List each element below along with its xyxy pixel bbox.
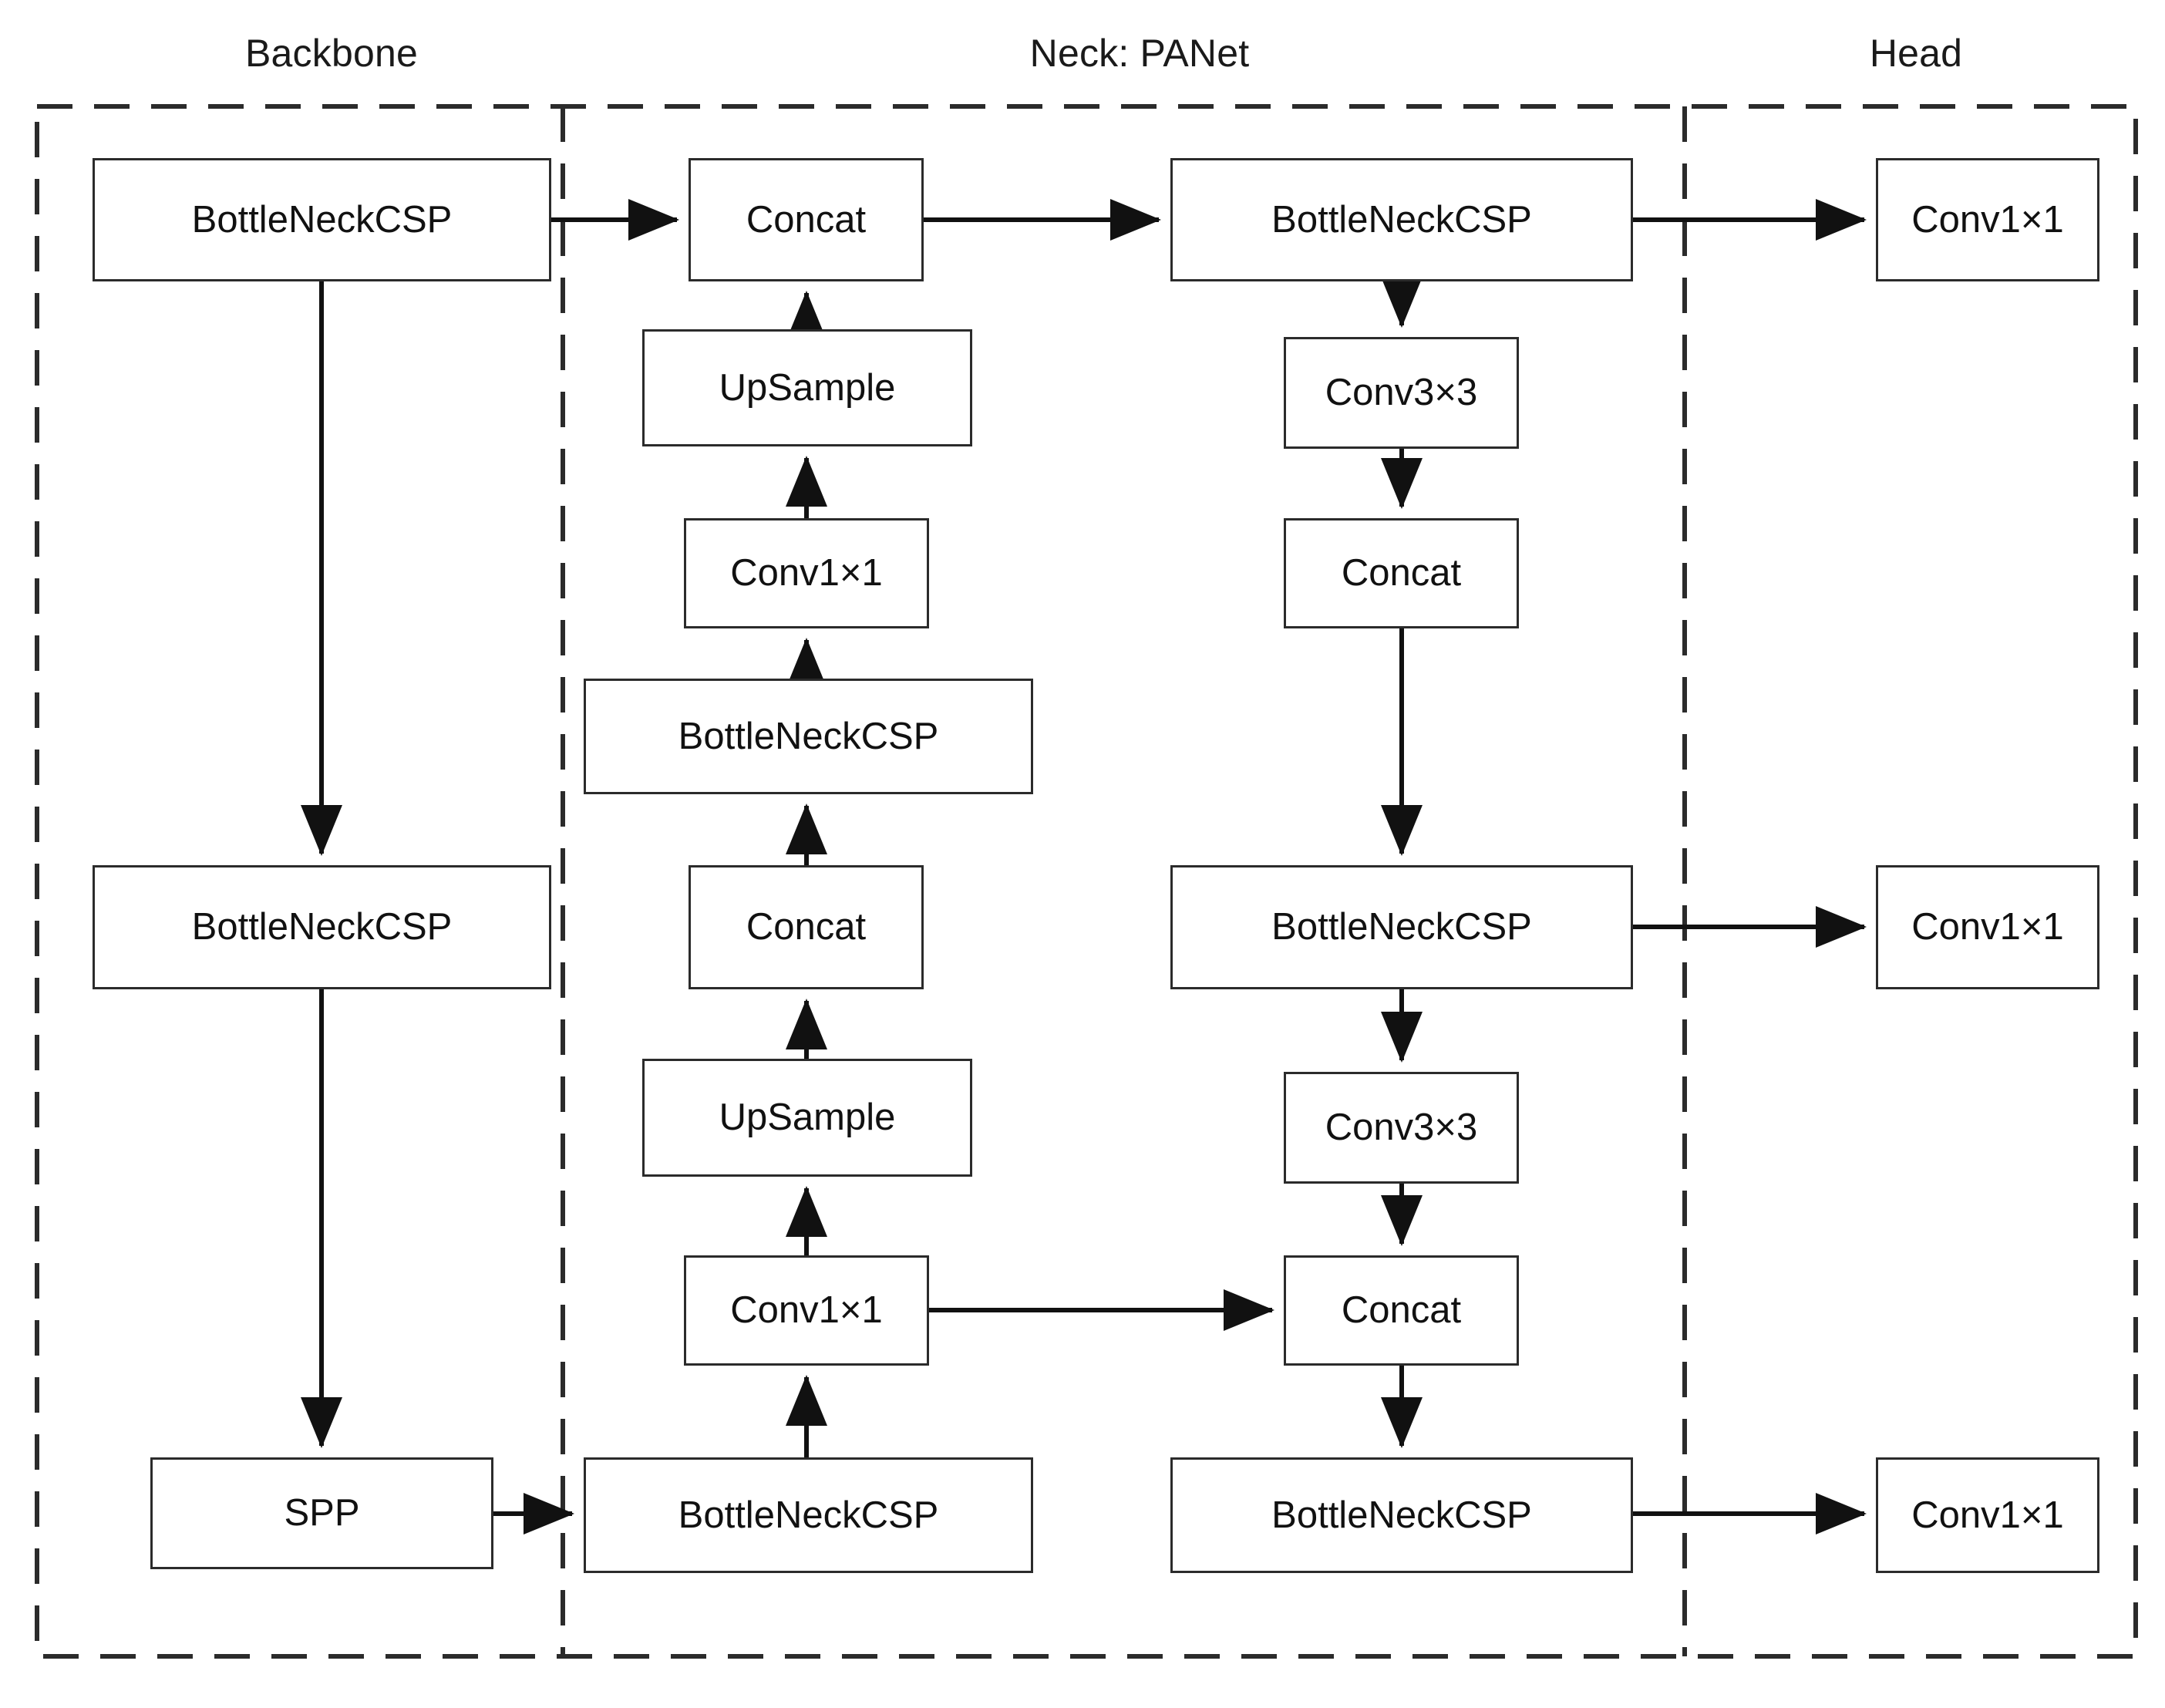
- node-label: UpSample: [719, 1097, 896, 1138]
- node-label: BottleNeckCSP: [1271, 906, 1532, 948]
- node-pan-concat-1[interactable]: Concat: [1284, 518, 1519, 628]
- node-label: SPP: [284, 1492, 360, 1534]
- section-label-neck: Neck: PANet: [1029, 32, 1250, 75]
- node-neck-upsample-2[interactable]: UpSample: [642, 1059, 972, 1177]
- node-head-conv1x1-3[interactable]: Conv1×1: [1876, 1457, 2099, 1573]
- node-label: UpSample: [719, 366, 896, 409]
- node-label: Conv3×3: [1325, 372, 1478, 413]
- node-label: BottleNeckCSP: [678, 715, 939, 757]
- node-neck-bottleneckcsp-1[interactable]: BottleNeckCSP: [584, 679, 1033, 794]
- section-label-head: Head: [1869, 32, 1963, 75]
- section-label-backbone: Backbone: [245, 32, 418, 75]
- node-label: Conv1×1: [730, 1289, 883, 1331]
- node-label: BottleNeckCSP: [678, 1494, 939, 1536]
- node-pan-bottleneckcsp-1[interactable]: BottleNeckCSP: [1170, 158, 1633, 281]
- node-label: Conv1×1: [1911, 1494, 2064, 1536]
- node-label: Concat: [1341, 552, 1462, 594]
- dashed-frame: [35, 104, 2138, 1659]
- node-backbone-bottleneckcsp-2[interactable]: BottleNeckCSP: [93, 865, 551, 989]
- node-pan-conv3x3-2[interactable]: Conv3×3: [1284, 1072, 1519, 1184]
- node-neck-upsample-1[interactable]: UpSample: [642, 329, 972, 446]
- node-label: Conv3×3: [1325, 1107, 1478, 1148]
- node-label: Concat: [1341, 1289, 1462, 1331]
- node-label: BottleNeckCSP: [191, 906, 453, 948]
- node-backbone-spp[interactable]: SPP: [150, 1457, 493, 1569]
- node-label: Concat: [746, 906, 867, 948]
- node-head-conv1x1-1[interactable]: Conv1×1: [1876, 158, 2099, 281]
- node-label: Conv1×1: [1911, 198, 2064, 241]
- node-neck-concat-1[interactable]: Concat: [689, 158, 924, 281]
- node-head-conv1x1-2[interactable]: Conv1×1: [1876, 865, 2099, 989]
- node-label: Concat: [746, 198, 867, 241]
- node-pan-bottleneckcsp-3[interactable]: BottleNeckCSP: [1170, 1457, 1633, 1573]
- node-pan-bottleneckcsp-2[interactable]: BottleNeckCSP: [1170, 865, 1633, 989]
- node-pan-concat-2[interactable]: Concat: [1284, 1255, 1519, 1366]
- node-backbone-bottleneckcsp-1[interactable]: BottleNeckCSP: [93, 158, 551, 281]
- node-neck-conv1x1-1[interactable]: Conv1×1: [684, 518, 929, 628]
- node-pan-conv3x3-1[interactable]: Conv3×3: [1284, 337, 1519, 449]
- node-label: Conv1×1: [1911, 906, 2064, 948]
- node-label: BottleNeckCSP: [1271, 1494, 1532, 1536]
- node-neck-concat-2[interactable]: Concat: [689, 865, 924, 989]
- node-label: Conv1×1: [730, 552, 883, 594]
- node-neck-bottleneckcsp-2[interactable]: BottleNeckCSP: [584, 1457, 1033, 1573]
- node-neck-conv1x1-2[interactable]: Conv1×1: [684, 1255, 929, 1366]
- node-label: BottleNeckCSP: [191, 198, 453, 241]
- node-label: BottleNeckCSP: [1271, 198, 1532, 241]
